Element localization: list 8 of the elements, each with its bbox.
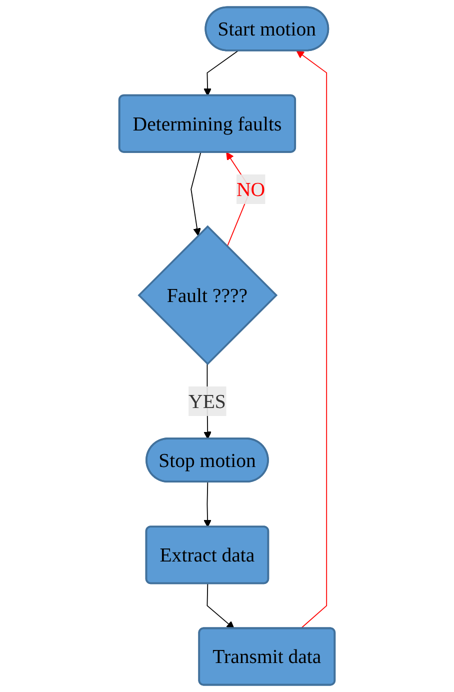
edge-label: NO <box>236 178 266 200</box>
node-diamond: Fault ???? <box>138 225 278 366</box>
arrow <box>206 583 234 629</box>
arrow <box>204 50 239 96</box>
arrow <box>204 482 212 528</box>
arrow <box>190 152 202 236</box>
edge-label: YES <box>188 390 226 412</box>
arrow <box>296 50 328 630</box>
